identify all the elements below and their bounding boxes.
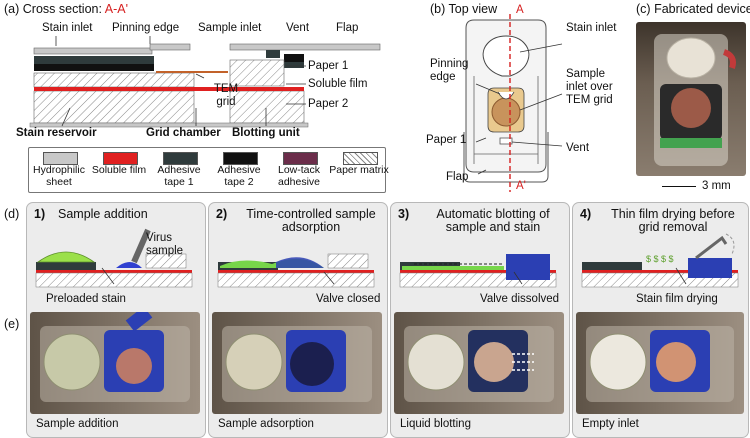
paper-matrix-left bbox=[33, 72, 195, 88]
step-2-number: 2) bbox=[216, 207, 228, 221]
step-1-label-virus-text: Virus sample bbox=[146, 232, 184, 257]
legend-label-paper-matrix: Paper matrix bbox=[329, 164, 389, 176]
legend-swatch-adhesive-2 bbox=[223, 152, 258, 165]
step-3-caption: Liquid blotting bbox=[400, 418, 471, 430]
legend: Hydrophilic sheet Soluble film Adhesive … bbox=[28, 147, 389, 193]
legend-swatch-paper-matrix bbox=[343, 152, 378, 165]
label-vent: Vent bbox=[286, 22, 310, 34]
label-b-vent: Vent bbox=[566, 142, 590, 154]
step-1-number: 1) bbox=[34, 207, 46, 221]
step-3-photo bbox=[394, 312, 564, 414]
panel-b-letter: (b) bbox=[430, 2, 446, 16]
step-4-title: Thin film drying before grid removal bbox=[600, 208, 746, 234]
vent-block bbox=[266, 50, 280, 58]
hydrophilic-sheet-flap bbox=[229, 43, 381, 51]
panel-b-title: (b) Top view bbox=[430, 3, 497, 16]
step-1-title: Sample addition bbox=[58, 207, 148, 221]
legend-swatch-hydrophilic bbox=[43, 152, 78, 165]
label-b-stain-inlet-text: Stain inlet bbox=[566, 22, 617, 34]
label-paper-2: Paper 2 bbox=[308, 98, 349, 110]
panel-c-title-text: Fabricated device bbox=[654, 2, 750, 16]
label-soluble-film: Soluble film bbox=[308, 78, 368, 90]
panel-c-title: (c) Fabricated device bbox=[636, 3, 750, 16]
label-b-pinning-edge-text: Pinning edge bbox=[430, 58, 469, 83]
section-marker-a: A bbox=[516, 4, 524, 16]
label-tem-grid: TEM grid bbox=[206, 83, 246, 109]
step-3-title: Automatic blotting of sample and stain bbox=[420, 208, 566, 234]
hydrophilic-sheet-left bbox=[33, 47, 153, 55]
adhesive-tape-left bbox=[34, 56, 154, 64]
step-1-label-virus: Virus sample bbox=[146, 232, 196, 258]
step-1-caption: Sample addition bbox=[36, 418, 119, 430]
panel-b-title-text: Top view bbox=[448, 2, 498, 16]
svg-text:$ $ $ $: $ $ $ $ bbox=[646, 254, 674, 264]
legend-label-soluble-film: Soluble film bbox=[91, 164, 147, 176]
step-3-diagram bbox=[399, 254, 557, 288]
step-4-caption: Empty inlet bbox=[582, 418, 639, 430]
fabricated-device-photo bbox=[636, 22, 746, 176]
step-2-diagram bbox=[217, 253, 375, 288]
label-tem-grid-text: TEM grid bbox=[213, 83, 239, 108]
panel-c-letter: (c) bbox=[636, 2, 651, 16]
legend-label-adhesive-2: Adhesive tape 2 bbox=[217, 164, 261, 188]
panel-a-section-label: A-A' bbox=[104, 2, 128, 16]
step-1-photo bbox=[30, 312, 200, 414]
step-2-title-text: Time-controlled sample adsorption bbox=[246, 207, 376, 234]
label-b-paper-1: Paper 1 bbox=[426, 134, 467, 146]
legend-swatch-low-tack bbox=[283, 152, 318, 165]
step-1-diagram bbox=[35, 228, 193, 288]
step-4-photo bbox=[576, 312, 744, 414]
label-grid-chamber: Grid chamber bbox=[146, 127, 221, 139]
label-b-flap: Flap bbox=[446, 171, 469, 183]
step-3-number: 3) bbox=[398, 207, 410, 221]
step-2-caption: Sample adsorption bbox=[218, 418, 314, 430]
label-paper-1: Paper 1 bbox=[308, 60, 349, 72]
scale-bar bbox=[662, 186, 696, 187]
paper-matrix-right bbox=[229, 59, 285, 87]
step-2-photo bbox=[212, 312, 382, 414]
legend-label-low-tack: Low-tack adhesive bbox=[277, 164, 321, 188]
top-view-diagram bbox=[463, 14, 563, 192]
step-4-diagram: $ $ $ $ bbox=[581, 233, 739, 288]
label-b-sample-inlet: Sample inlet over TEM grid bbox=[566, 68, 626, 107]
step-1-label-stain: Preloaded stain bbox=[46, 293, 126, 305]
legend-label-adhesive-1: Adhesive tape 1 bbox=[157, 164, 201, 188]
step-4-number: 4) bbox=[580, 207, 592, 221]
label-b-sample-inlet-text: Sample inlet over TEM grid bbox=[566, 68, 613, 106]
label-pinning-edge: Pinning edge bbox=[112, 22, 180, 34]
legend-swatch-soluble-film bbox=[103, 152, 138, 165]
scale-bar-label: 3 mm bbox=[702, 180, 731, 192]
panel-a-title: (a) Cross section: A-A' bbox=[4, 3, 128, 16]
label-flap: Flap bbox=[336, 22, 359, 34]
label-stain-reservoir: Stain reservoir bbox=[16, 127, 97, 139]
cross-section-diagram bbox=[29, 36, 381, 128]
section-marker-a-prime: A' bbox=[516, 180, 526, 192]
label-stain-inlet: Stain inlet bbox=[42, 22, 93, 34]
legend-label-hydrophilic: Hydrophilic sheet bbox=[33, 164, 85, 188]
step-2-title: Time-controlled sample adsorption bbox=[238, 208, 384, 234]
step-4-title-text: Thin film drying before grid removal bbox=[611, 207, 735, 234]
step-3-title-text: Automatic blotting of sample and stain bbox=[436, 207, 550, 234]
label-sample-inlet: Sample inlet bbox=[198, 22, 262, 34]
soluble-film bbox=[34, 87, 304, 91]
step-3-label-valve: Valve dissolved bbox=[480, 293, 560, 305]
step-4-label-drying: Stain film drying bbox=[636, 293, 718, 305]
panel-a-letter: (a) bbox=[4, 2, 20, 16]
label-b-stain-inlet: Stain inlet bbox=[566, 22, 618, 35]
label-b-pinning-edge: Pinning edge bbox=[430, 58, 484, 84]
legend-swatch-adhesive-1 bbox=[163, 152, 198, 165]
panel-a-title-text: Cross section: bbox=[22, 2, 102, 16]
step-2-label-valve: Valve closed bbox=[316, 293, 381, 305]
panel-d-letter: (d) bbox=[4, 207, 20, 221]
label-blotting-unit: Blotting unit bbox=[232, 127, 300, 139]
panel-e-letter: (e) bbox=[4, 317, 20, 331]
